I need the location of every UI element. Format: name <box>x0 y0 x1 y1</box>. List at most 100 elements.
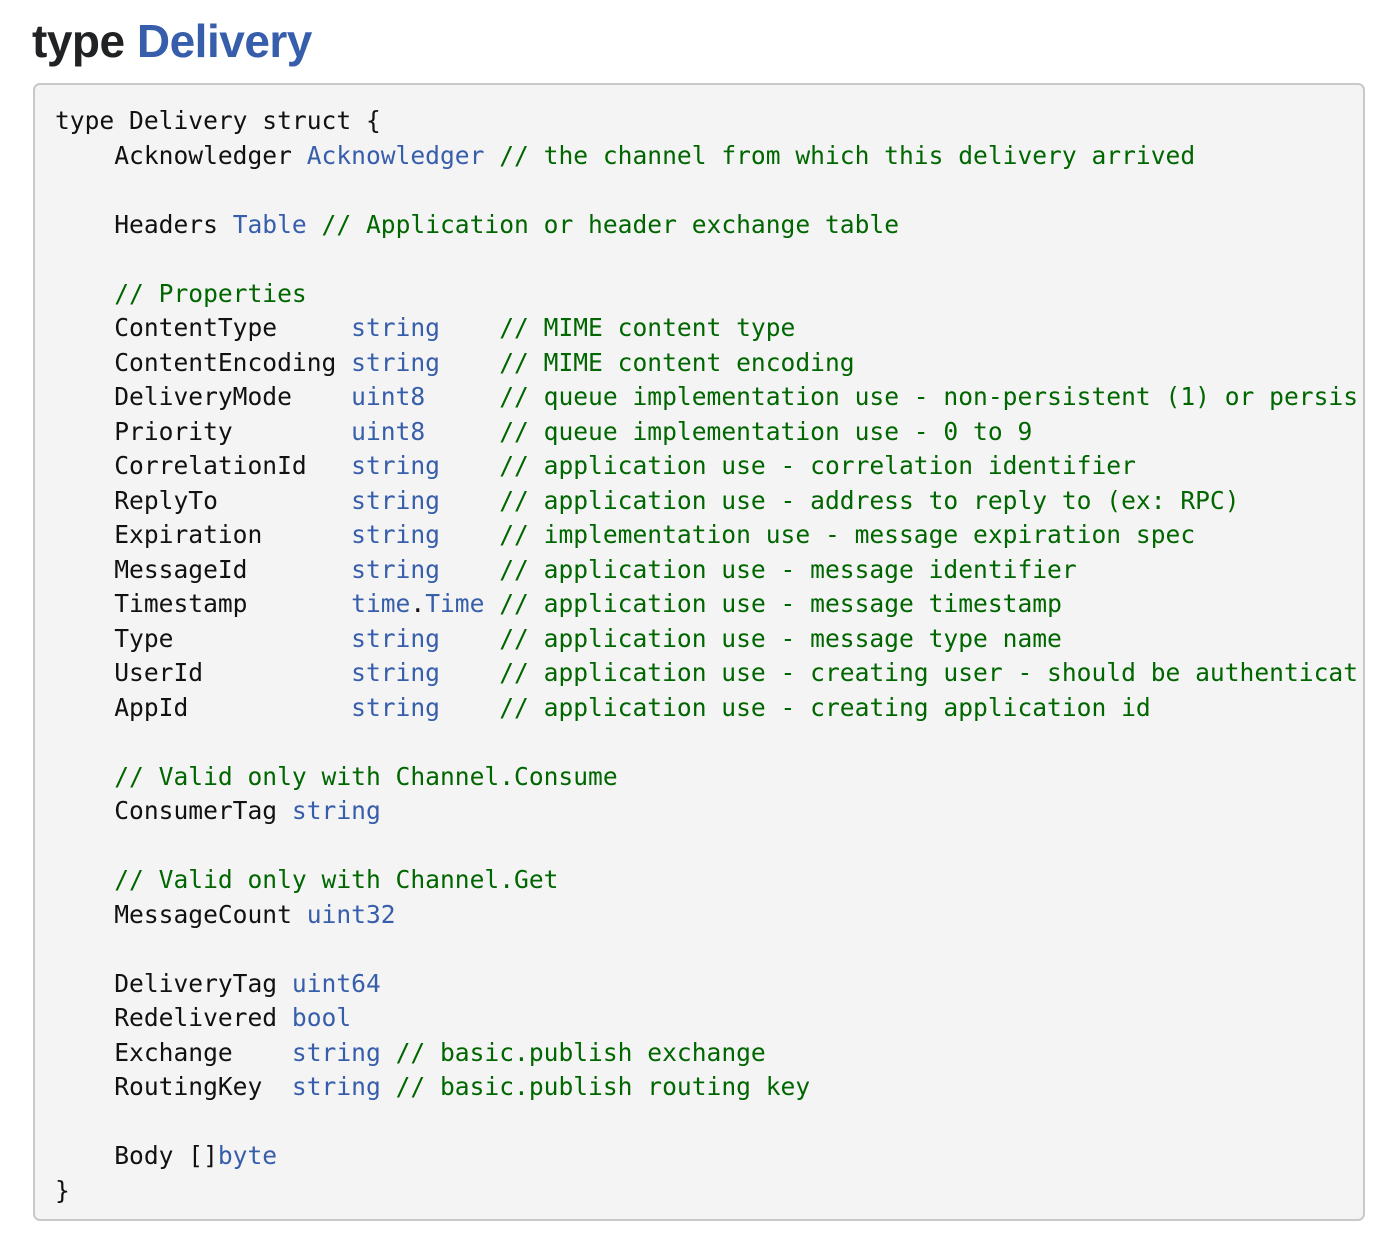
code-text: ContentEncoding <box>55 347 352 377</box>
code-block: type Delivery struct { Acknowledger Ackn… <box>33 83 1365 1221</box>
code-line: } <box>55 1174 1358 1209</box>
type-token: byte <box>217 1141 278 1170</box>
type-token: bool <box>291 1003 352 1032</box>
type-token: Table <box>232 209 307 239</box>
type-token: Acknowledger <box>306 140 485 170</box>
code-line: DeliveryTag uint64 <box>55 967 1358 1002</box>
title-keyword: type <box>32 15 125 67</box>
code-line: ContentType string // MIME content type <box>55 311 1358 346</box>
type-token: string <box>291 1037 381 1067</box>
code-line: Redelivered bool <box>55 1001 1358 1036</box>
type-token: string <box>351 485 440 515</box>
code-text: RoutingKey <box>55 1072 292 1101</box>
code-line: RoutingKey string // basic.publish routi… <box>55 1070 1358 1105</box>
code-text: Timestamp <box>55 589 352 618</box>
code-text: Expiration <box>55 520 352 549</box>
code-line: UserId string // application use - creat… <box>55 656 1358 691</box>
code-text: Body [] <box>55 1141 218 1170</box>
code-line <box>55 829 1358 864</box>
code-comment: // implementation use - message expirati… <box>439 520 1196 549</box>
type-token: string <box>351 692 440 722</box>
code-text: CorrelationId <box>55 451 352 480</box>
code-line: Type string // application use - message… <box>55 622 1358 657</box>
type-token: string <box>291 796 381 825</box>
code-text: . <box>410 589 426 618</box>
code-listing: type Delivery struct { Acknowledger Ackn… <box>55 104 1358 1208</box>
code-line: Exchange string // basic.publish exchang… <box>55 1036 1358 1071</box>
code-comment: // basic.publish routing key <box>380 1072 811 1101</box>
code-text: DeliveryMode <box>55 382 352 411</box>
page-title: type Delivery <box>32 10 312 72</box>
code-comment: // Valid only with Channel.Consume <box>55 761 618 791</box>
code-text: MessageCount <box>55 899 307 929</box>
code-comment: // basic.publish exchange <box>380 1037 766 1067</box>
code-comment: // application use - message identifier <box>439 554 1077 584</box>
code-line: CorrelationId string // application use … <box>55 449 1358 484</box>
type-token: string <box>351 554 440 584</box>
code-text: Type <box>55 623 352 653</box>
code-text: Acknowledger <box>55 140 307 170</box>
code-line <box>55 242 1358 277</box>
type-token: Time <box>425 589 485 618</box>
code-comment: // application use - correlation identif… <box>439 451 1136 480</box>
type-token: string <box>351 313 440 342</box>
code-text: ContentType <box>55 313 352 342</box>
code-comment: // application use - creating user - sho… <box>439 658 1358 687</box>
code-line: AppId string // application use - creati… <box>55 691 1358 726</box>
code-comment: // application use - address to reply to… <box>439 485 1240 515</box>
code-line: ContentEncoding string // MIME content e… <box>55 346 1358 381</box>
code-line: Body []byte <box>55 1139 1358 1174</box>
code-text: Headers <box>55 209 233 239</box>
code-text: type Delivery struct { <box>55 106 381 135</box>
type-token: uint32 <box>306 899 396 929</box>
code-text: ConsumerTag <box>55 796 292 825</box>
code-line <box>55 1105 1358 1140</box>
code-comment: // MIME content type <box>439 313 796 342</box>
code-comment: // the channel from which this delivery … <box>484 140 1196 170</box>
code-line <box>55 725 1358 760</box>
code-comment: // Properties <box>55 278 307 308</box>
code-line: type Delivery struct { <box>55 104 1358 139</box>
code-comment: // queue implementation use - non-persis… <box>425 382 1359 411</box>
type-token: string <box>351 451 440 480</box>
code-text: Exchange <box>55 1037 292 1067</box>
code-text: } <box>55 1175 70 1205</box>
code-comment: // Valid only with Channel.Get <box>55 865 559 894</box>
type-token: string <box>291 1072 381 1101</box>
code-text: DeliveryTag <box>55 968 292 998</box>
code-comment: // application use - message type name <box>439 623 1062 653</box>
type-token: string <box>351 623 440 653</box>
code-comment: // application use - message timestamp <box>484 589 1062 618</box>
code-line: ConsumerTag string <box>55 794 1358 829</box>
code-text: Redelivered <box>55 1003 292 1032</box>
code-text: Priority <box>55 416 352 446</box>
type-token: uint8 <box>351 382 426 411</box>
code-line: Headers Table // Application or header e… <box>55 208 1358 243</box>
type-token: uint64 <box>291 968 381 998</box>
title-type-name: Delivery <box>136 15 313 67</box>
type-token: string <box>351 347 440 377</box>
code-line: ReplyTo string // application use - addr… <box>55 484 1358 519</box>
code-line: Priority uint8 // queue implementation u… <box>55 415 1358 450</box>
code-line <box>55 932 1358 967</box>
type-token: string <box>351 658 440 687</box>
type-token: uint8 <box>351 416 426 446</box>
code-line: // Valid only with Channel.Get <box>55 863 1358 898</box>
code-line: // Properties <box>55 277 1358 312</box>
code-line <box>55 173 1358 208</box>
code-text: ReplyTo <box>55 485 352 515</box>
code-comment: // Application or header exchange table <box>306 209 900 239</box>
type-token: string <box>351 520 440 549</box>
code-line: MessageId string // application use - me… <box>55 553 1358 588</box>
code-line: Acknowledger Acknowledger // the channel… <box>55 139 1358 174</box>
code-text: UserId <box>55 658 352 687</box>
code-line: // Valid only with Channel.Consume <box>55 760 1358 795</box>
code-line: Timestamp time.Time // application use -… <box>55 587 1358 622</box>
code-text: MessageId <box>55 554 352 584</box>
code-line: DeliveryMode uint8 // queue implementati… <box>55 380 1358 415</box>
code-line: Expiration string // implementation use … <box>55 518 1358 553</box>
code-line: MessageCount uint32 <box>55 898 1358 933</box>
code-comment: // MIME content encoding <box>439 347 855 377</box>
code-comment: // queue implementation use - 0 to 9 <box>425 416 1033 446</box>
code-comment: // application use - creating applicatio… <box>439 692 1151 722</box>
